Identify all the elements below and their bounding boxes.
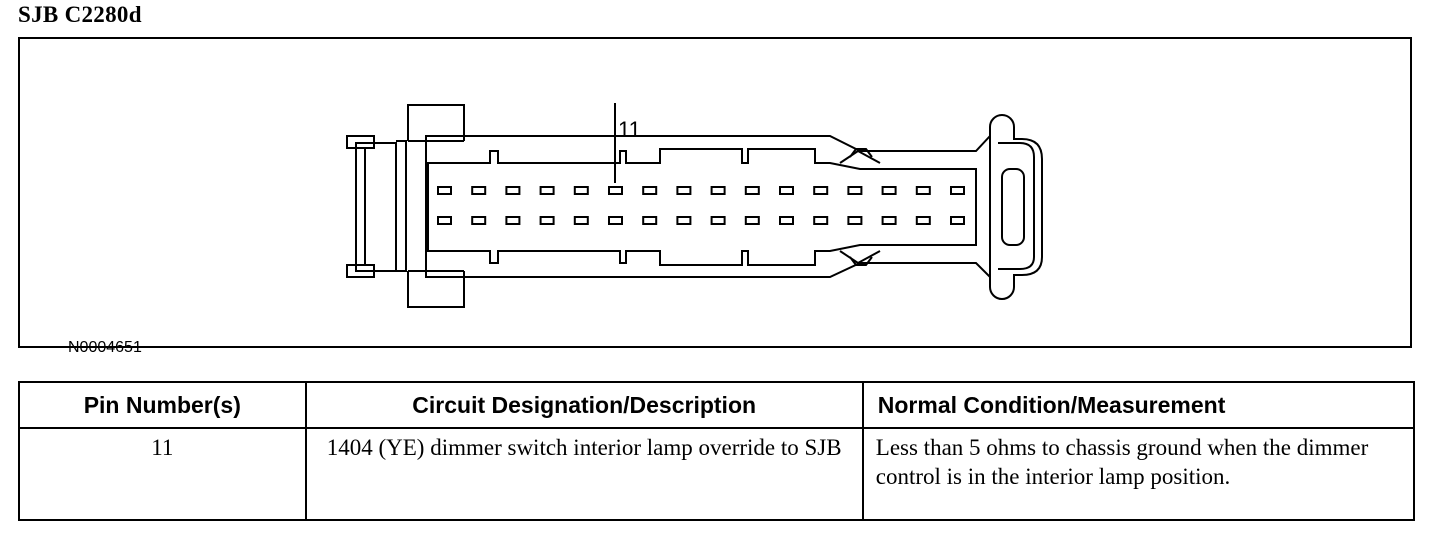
pin-cavity	[881, 216, 897, 225]
pin-cavity	[847, 186, 863, 195]
pin-cavity	[505, 216, 521, 225]
pin-cavity	[437, 186, 452, 195]
pin-cavity	[676, 186, 692, 195]
pin-cavity	[539, 216, 555, 225]
connector-title: SJB C2280d	[18, 2, 142, 27]
housing-cavity	[427, 148, 977, 266]
pin-cavities	[437, 186, 965, 225]
pin-cavity	[813, 216, 829, 225]
pin-cavity	[608, 216, 623, 225]
housing-outline	[396, 133, 991, 280]
pinout-table: Pin Number(s) Circuit Designation/Descri…	[18, 381, 1416, 521]
seal	[1001, 168, 1025, 246]
pin-cavity	[950, 186, 965, 195]
pin-cavity	[710, 186, 726, 195]
pin-cavity	[779, 216, 794, 225]
keyway-top	[839, 148, 881, 164]
pin-cavity	[744, 216, 760, 225]
pin-callout-label: 11	[618, 117, 641, 142]
keyway-bottom	[839, 250, 881, 266]
pin-cavity	[471, 186, 487, 195]
pin-cavity	[573, 186, 589, 195]
pin-cavity	[881, 186, 897, 195]
pin-cavity	[642, 216, 658, 225]
pin-cavity	[950, 216, 965, 225]
pin-cavity	[915, 216, 931, 225]
pin-cavity	[573, 216, 589, 225]
table-row: 11 1404 (YE) dimmer switch interior lamp…	[18, 427, 1416, 521]
pin-cavity	[779, 186, 794, 195]
cell-condition: Less than 5 ohms to chassis ground when …	[861, 427, 1416, 521]
pin-cavity	[676, 216, 692, 225]
figure-id: N0004651	[68, 339, 142, 356]
lock-tab	[407, 104, 465, 308]
right-shroud	[989, 114, 1043, 300]
pin-cavity	[437, 216, 452, 225]
pin-cavity	[813, 186, 829, 195]
pin-cavity	[505, 186, 521, 195]
header-pin-number: Pin Number(s)	[18, 381, 307, 429]
pin-cavity	[471, 216, 487, 225]
left-latch-body	[355, 142, 397, 272]
pin-cavity	[847, 216, 863, 225]
pin-cavity	[539, 186, 555, 195]
pin-cavity	[744, 186, 760, 195]
header-circuit: Circuit Designation/Description	[304, 381, 864, 429]
table-header-row: Pin Number(s) Circuit Designation/Descri…	[18, 381, 1416, 429]
cell-pin: 11	[18, 427, 307, 521]
connector-diagram: 11 N0004651	[18, 37, 1412, 356]
cell-circuit: 1404 (YE) dimmer switch interior lamp ov…	[304, 427, 864, 521]
pin-cavity	[608, 186, 623, 195]
pin-cavity	[642, 186, 658, 195]
connector-drawing	[346, 103, 1043, 308]
header-condition: Normal Condition/Measurement	[861, 381, 1416, 429]
pin-cavity	[915, 186, 931, 195]
pin-cavity	[710, 216, 726, 225]
